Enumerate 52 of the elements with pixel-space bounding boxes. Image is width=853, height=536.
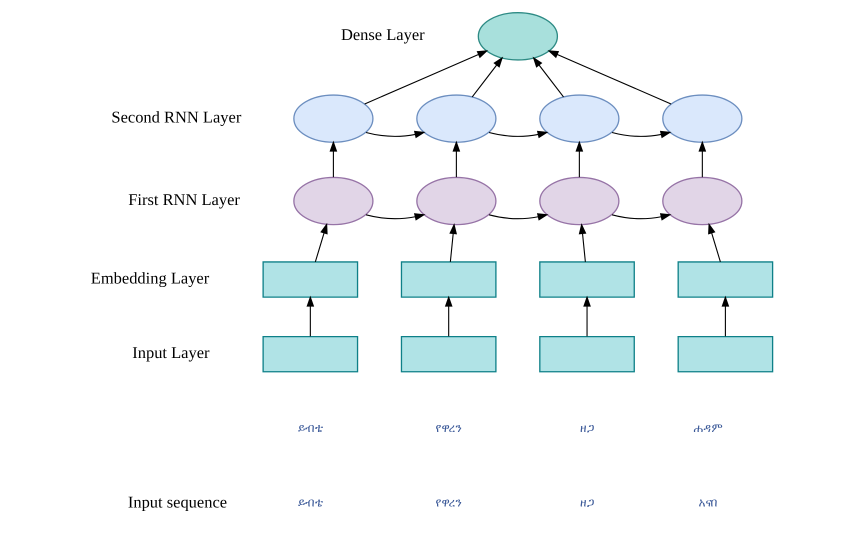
node-box [538,336,634,372]
node-box [400,336,496,372]
label: ይብቴ [297,496,322,510]
label: Second RNN Layer [110,108,241,127]
arrow [448,223,456,262]
arrow [532,56,564,98]
arrow [708,222,720,262]
label: Input sequence [127,492,227,512]
node-circle [416,176,496,226]
node-box [677,336,773,372]
node-box [262,261,358,298]
label: Embedding Layer [90,268,209,288]
label: አናበ [698,496,717,510]
arrow [314,222,328,262]
arrow [546,50,671,104]
label: ዘጋ [580,420,594,435]
node-box [400,261,496,298]
arrow [578,223,586,262]
node-circle [292,94,374,143]
arrow [329,140,337,178]
label: ዘጋ [580,496,594,510]
arrow [471,56,503,98]
label: የዋረን [435,496,462,510]
arrow [721,296,729,336]
arrow [488,130,548,138]
arrow [575,140,583,178]
arrow [365,130,426,138]
label: ሐዳም [692,420,722,435]
node-box [262,336,358,372]
label: ይብቴ [297,420,322,435]
node-circle [292,176,374,226]
node-circle [662,94,742,143]
arrow [488,213,548,221]
arrow [306,296,314,336]
label: First RNN Layer [128,190,240,209]
label: Dense Layer [340,25,424,44]
node-box [538,261,634,298]
arrow [444,296,452,336]
arrow [364,50,488,104]
arrow [611,130,671,138]
label: የዋረን [435,420,462,435]
arrow [365,213,426,221]
arrow [582,296,590,336]
arrow [698,140,706,178]
node-circle [538,94,620,143]
arrow [452,140,460,178]
node-circle [538,176,620,226]
label: Input Layer [132,343,210,362]
arrow [611,213,671,221]
node-circle [662,176,742,226]
node-circle [416,94,496,143]
node-box [677,261,773,298]
